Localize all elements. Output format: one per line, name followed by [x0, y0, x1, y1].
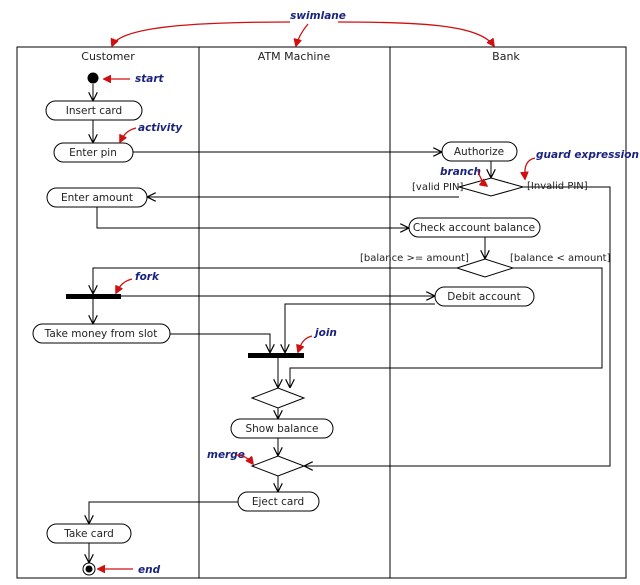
annotation-swimlane: swimlane [290, 10, 346, 22]
guard-balance-lt: [balance < amount] [510, 253, 611, 264]
merge-diamond-after-join [250, 387, 306, 409]
lane-title-bank: Bank [492, 50, 520, 63]
lane-title-customer: Customer [81, 50, 135, 63]
activity-take-money: Take money from slot [32, 323, 171, 344]
decision-pin-diamond [457, 177, 525, 197]
activity-label: Enter amount [61, 192, 133, 204]
activity-label: Debit account [447, 291, 520, 303]
activity-authorize: Authorize [441, 141, 518, 162]
activity-label: Authorize [454, 146, 504, 158]
start-node [87, 72, 99, 84]
merge-diamond-final [250, 455, 306, 477]
annotation-start: start [135, 73, 165, 85]
end-node [82, 562, 96, 576]
join-pointer-arrow [298, 335, 313, 352]
annotation-join: join [313, 327, 337, 339]
activity-label: Enter pin [69, 147, 117, 159]
guard-pointer-arrow [525, 157, 536, 179]
activity-check-balance: Check account balance [408, 217, 541, 238]
activity-take-card: Take card [46, 523, 132, 544]
activity-label: Insert card [66, 105, 122, 117]
flow-arrows [89, 84, 611, 562]
annotation-fork: fork [135, 271, 160, 283]
activity-debit-account: Debit account [434, 286, 535, 307]
activity-enter-pin: Enter pin [53, 142, 134, 163]
activity-label: Eject card [252, 496, 304, 508]
activity-show-balance: Show balance [230, 418, 334, 439]
activity-label: Check account balance [413, 222, 535, 234]
annotation-guard-expression: guard expression [536, 149, 639, 161]
annotation-merge: merge [207, 449, 245, 461]
activity-label: Take money from slot [44, 328, 158, 340]
annotation-branch: branch [440, 166, 481, 178]
fork-pointer-arrow [116, 278, 133, 293]
guard-balance-ge: [balance >= amount] [360, 253, 469, 264]
activity-enter-amount: Enter amount [46, 187, 148, 208]
swimlane-pointer-arrows [112, 21, 494, 46]
join-bar [248, 353, 304, 358]
annotation-activity: activity [138, 122, 183, 134]
activity-label: Take card [63, 528, 114, 540]
activity-label: Show balance [245, 423, 318, 435]
branch-pointer-arrow [477, 170, 487, 186]
guard-invalid-pin: [Invalid PIN] [527, 181, 588, 192]
lane-title-atm: ATM Machine [258, 50, 331, 63]
merge-pointer-arrow [235, 454, 253, 464]
activity-pointer-arrow [120, 127, 137, 142]
activity-eject-card: Eject card [237, 491, 320, 512]
swimlane-frame [16, 46, 627, 579]
fork-bar [66, 294, 121, 299]
guard-valid-pin: [valid PIN] [412, 182, 463, 193]
annotation-end: end [138, 564, 161, 576]
activity-insert-card: Insert card [45, 100, 143, 121]
